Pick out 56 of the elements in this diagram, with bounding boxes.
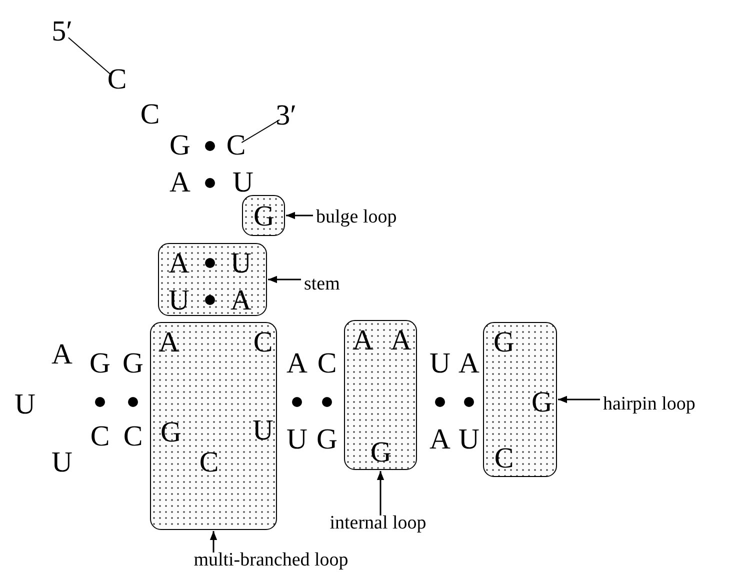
nucleotide-letter: G [370, 438, 392, 468]
nucleotide-letter: G [316, 426, 338, 454]
nucleotide-letter: U [430, 350, 450, 378]
arrow [210, 531, 218, 552]
nucleotide-letter: A [52, 340, 72, 370]
nucleotide-letter: G [532, 388, 552, 418]
nucleotide-letter: C [494, 444, 514, 474]
arrow [376, 471, 384, 516]
nucleotide-letter: G [90, 350, 110, 378]
nucleotide-letter: C [199, 448, 219, 478]
nucleotide-letter: A [168, 250, 190, 278]
shaded-region-box [242, 195, 285, 236]
nucleotide-letter: U [52, 448, 72, 478]
nucleotide-letter: C [226, 132, 246, 160]
arrow [268, 276, 301, 284]
shaded-region-box [483, 322, 557, 477]
nucleotide-letter: A [458, 350, 480, 378]
nucleotide-letter: U [168, 286, 190, 316]
leader-line [241, 119, 280, 144]
annotation-label: hairpin loop [603, 394, 696, 414]
arrow [286, 212, 313, 220]
leader-line [68, 37, 112, 76]
annotation-label: multi-branched loop [194, 550, 348, 570]
strand-end-label: 5′ [52, 18, 72, 46]
annotation-label: internal loop [330, 514, 426, 532]
nucleotide-letter: A [158, 328, 180, 358]
annotation-label: stem [304, 274, 340, 294]
nucleotide-letter: G [494, 328, 514, 358]
nucleotide-letter: G [160, 418, 182, 448]
shaded-region-box [344, 320, 417, 470]
nucleotide-letter: C [317, 350, 337, 378]
nucleotide-letter: A [230, 286, 252, 316]
nucleotide-letter: U [14, 390, 36, 420]
nucleotide-letter: U [286, 426, 308, 454]
nucleotide-letter: A [286, 350, 308, 378]
strand-end-label: 3′ [276, 102, 296, 130]
nucleotide-letter: U [232, 168, 254, 198]
nucleotide-letter: C [123, 422, 143, 452]
shaded-region-box [158, 243, 267, 316]
nucleotide-letter: A [170, 168, 190, 198]
arrow [558, 396, 600, 404]
shaded-region-box [150, 322, 277, 530]
nucleotide-letter: A [352, 326, 374, 356]
nucleotide-letter: G [254, 202, 274, 232]
nucleotide-letter: C [140, 100, 160, 130]
nucleotide-letter: U [252, 416, 274, 446]
nucleotide-letter: C [253, 328, 273, 358]
nucleotide-letter: C [107, 66, 127, 94]
nucleotide-letter: A [430, 426, 450, 454]
nucleotide-letter: U [230, 250, 252, 278]
nucleotide-letter: G [122, 350, 144, 378]
annotation-label: bulge loop [316, 208, 397, 226]
nucleotide-letter: G [170, 132, 190, 160]
nucleotide-letter: U [458, 426, 480, 454]
nucleotide-letter: C [90, 422, 110, 452]
nucleotide-letter: A [390, 326, 412, 356]
